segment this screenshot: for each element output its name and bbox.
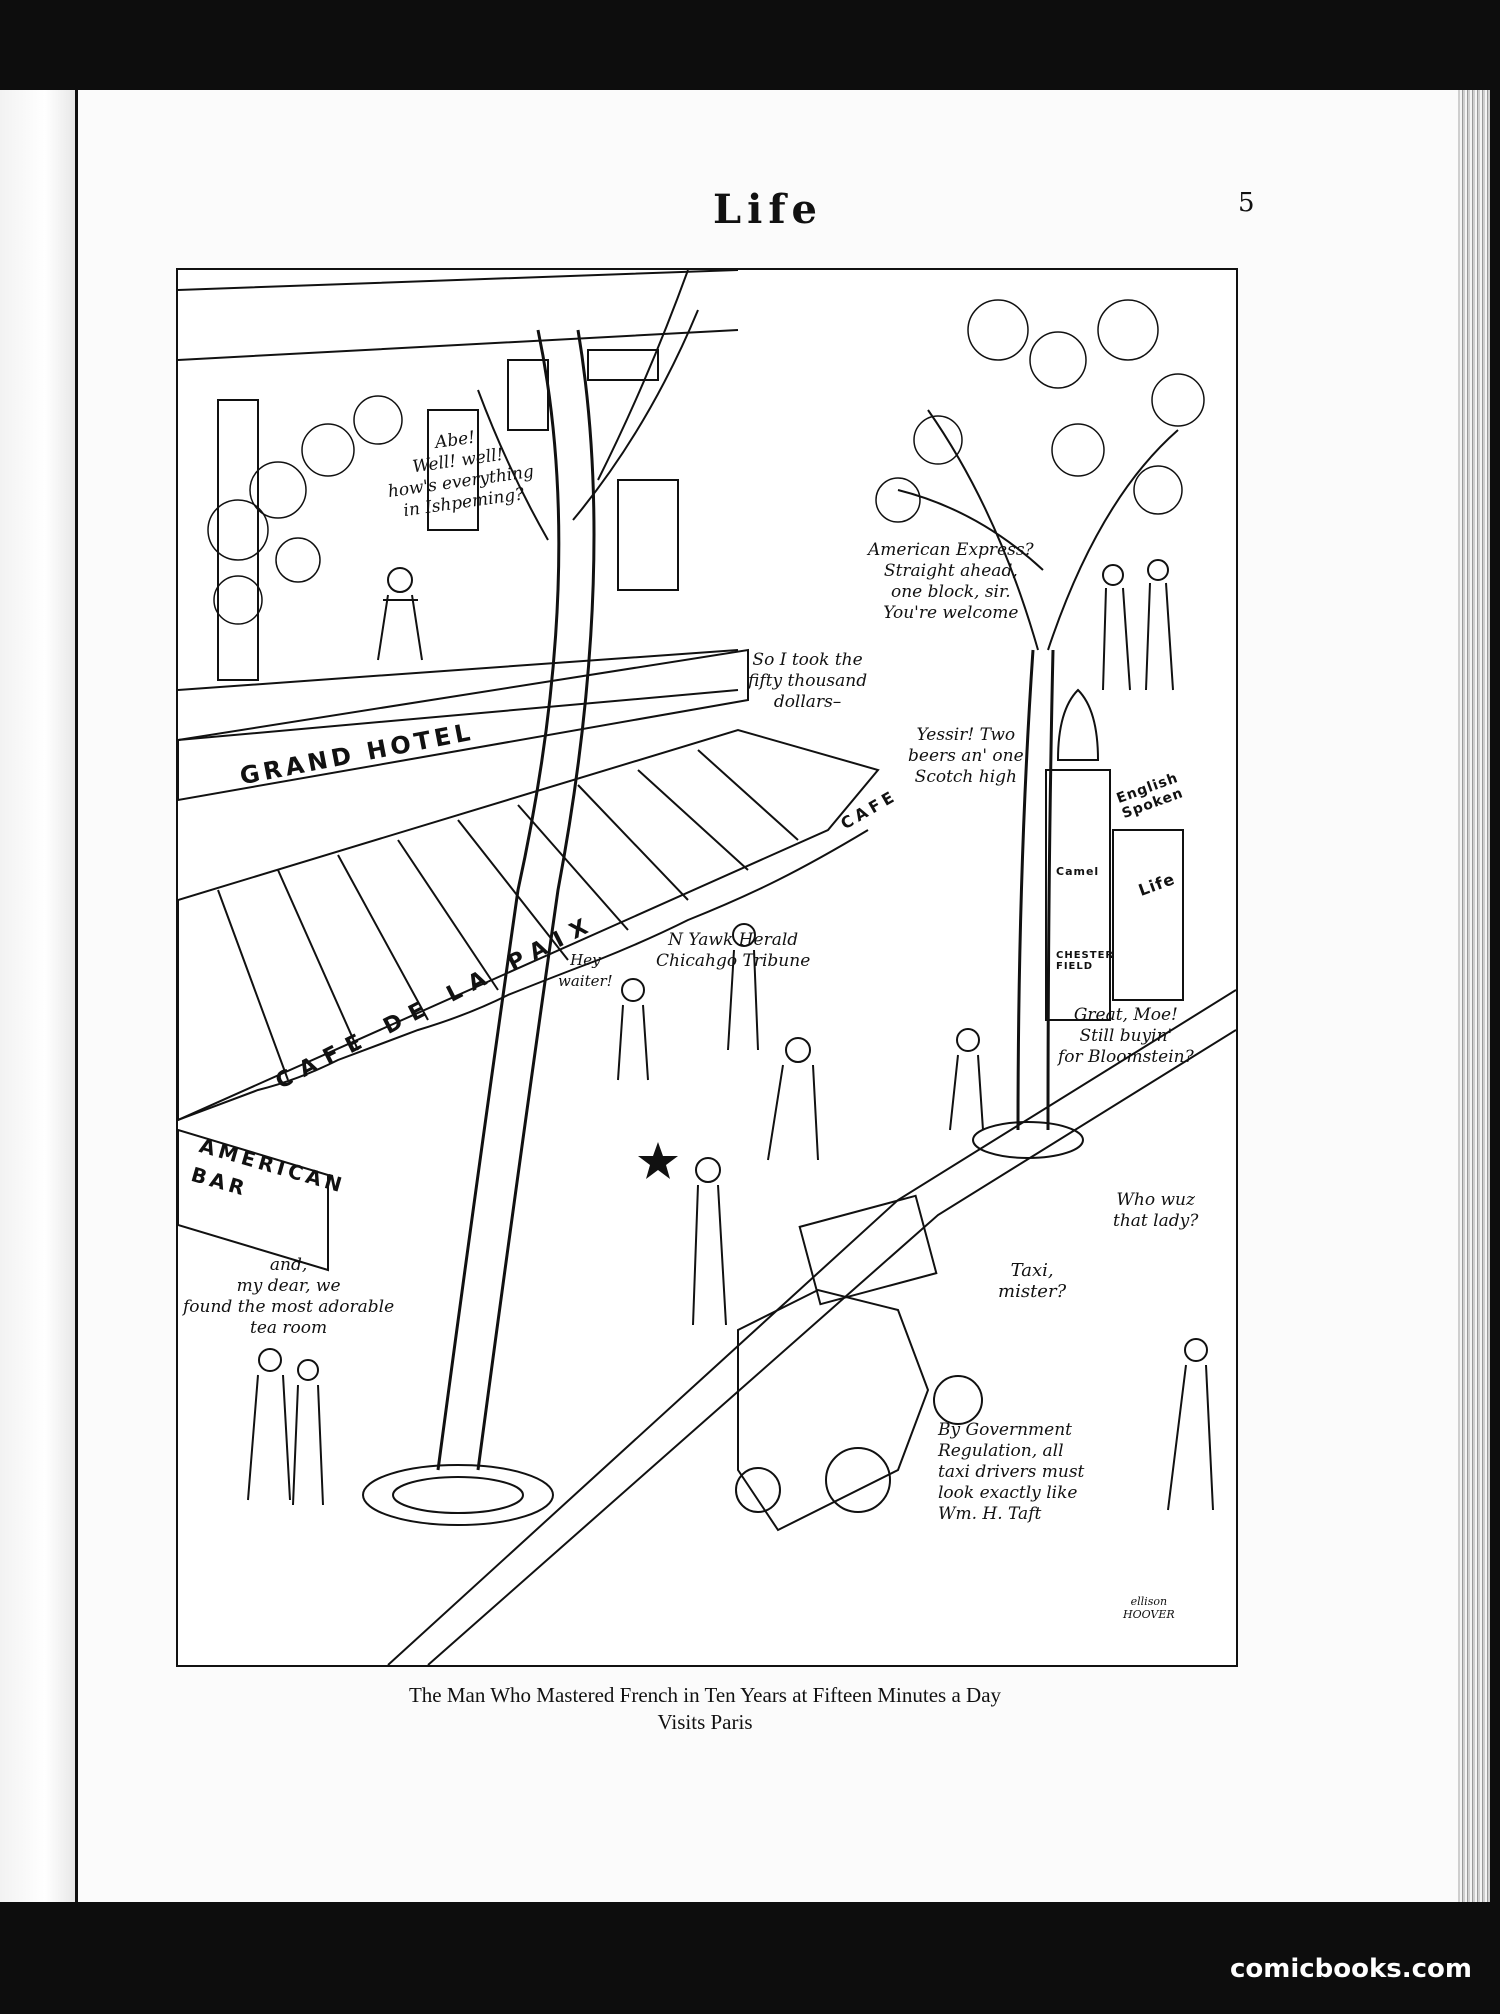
kiosk-camel-sign: Camel [1056, 865, 1100, 878]
cartoon-drawing [178, 270, 1236, 1665]
newsboy-balloon: N Yawk Herald Chicahgo Tribune [656, 930, 811, 971]
hey-waiter-balloon: Hey waiter! [558, 951, 613, 990]
page-number: 5 [1238, 188, 1255, 218]
who-wuz-lady-balloon: Who wuz that lady? [1113, 1190, 1199, 1231]
watermark-text: comicbooks.com [1229, 1954, 1472, 1984]
star-icon [638, 1142, 678, 1179]
kiosk-chesterfield-sign: CHESTER FIELD [1056, 950, 1115, 972]
magazine-page: Life 5 [78, 90, 1458, 1902]
artist-signature: ellison HOOVER [1123, 1595, 1175, 1621]
magazine-title: Life [713, 186, 823, 233]
fifty-thousand-balloon: So I took the fifty thousand dollars– [748, 650, 868, 712]
cartoon-illustration: GRAND HOTEL CAFE DE LA PAIX CAFE AMERICA… [176, 268, 1238, 1667]
american-express-balloon: American Express? Straight ahead, one bl… [868, 540, 1034, 623]
cartoon-caption: The Man Who Mastered French in Ten Years… [176, 1682, 1234, 1736]
taxi-balloon: Taxi, mister? [998, 1260, 1067, 1302]
page-edges [1458, 90, 1490, 1902]
caption-line-1: The Man Who Mastered French in Ten Years… [408, 1683, 1002, 1707]
book-spine [0, 90, 78, 1902]
taft-caption-in-art: By Government Regulation, all taxi drive… [938, 1420, 1085, 1524]
caption-line-2: Visits Paris [657, 1710, 753, 1734]
waiter-balloon: Yessir! Two beers an' one Scotch high [908, 725, 1024, 787]
moe-balloon: Great, Moe! Still buyin' for Bloomstein? [1058, 1005, 1194, 1067]
tea-room-balloon: and, my dear, we found the most adorable… [183, 1255, 395, 1338]
